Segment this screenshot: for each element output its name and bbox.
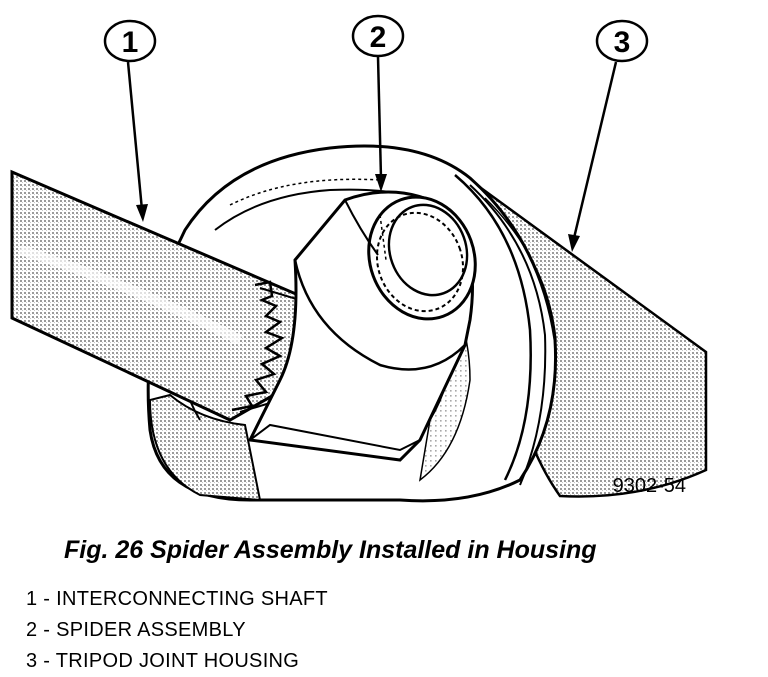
callout-3: 3 <box>568 19 649 252</box>
legend-item-spider-assembly: 2 - SPIDER ASSEMBLY <box>26 619 246 641</box>
legend-item-tripod-joint-housing: 3 - TRIPOD JOINT HOUSING <box>26 650 300 672</box>
spider-assembly-illustration: 1 2 3 9302-54 <box>10 14 708 503</box>
legend-item-interconnecting-shaft: 1 - INTERCONNECTING SHAFT <box>26 588 328 610</box>
callout-2-number: 2 <box>370 21 387 54</box>
interconnecting-shaft <box>10 169 312 422</box>
callout-2: 2 <box>351 14 405 192</box>
callout-1-number: 1 <box>122 26 139 59</box>
callout-3-number: 3 <box>614 26 631 59</box>
callout-1: 1 <box>103 19 157 222</box>
spider-assembly <box>247 190 477 462</box>
legend-list: 1 - INTERCONNECTING SHAFT 2 - SPIDER ASS… <box>26 584 328 677</box>
figure-code: 9302-54 <box>613 475 686 497</box>
figure-caption: Fig. 26 Spider Assembly Installed in Hou… <box>64 536 597 564</box>
